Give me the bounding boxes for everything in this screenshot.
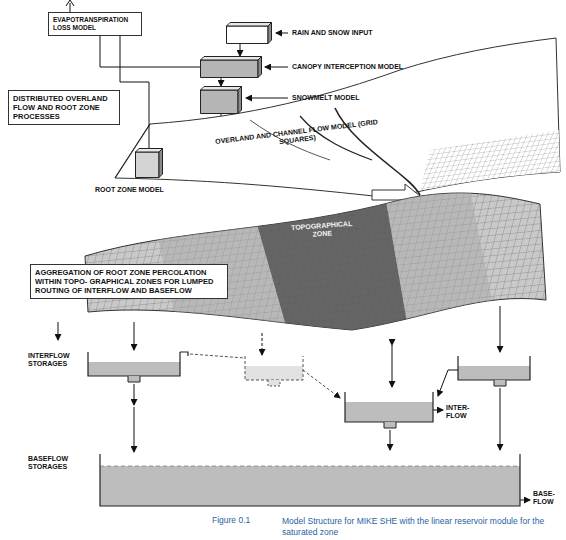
block-label: SNOWMELT MODEL	[292, 94, 360, 101]
model-block: CANOPY INTERCEPTION MODEL	[200, 56, 262, 78]
block-shape	[135, 148, 163, 178]
box-text: EVAPOTRANSPIRATION LOSS MODEL	[53, 16, 137, 32]
label-text: OVERLAND AND CHANNEL FLOW MODEL (GRID SQ…	[212, 118, 383, 155]
figure-caption: Model Structure for MIKE SHE with the li…	[282, 516, 558, 537]
connector	[240, 44, 241, 56]
input-box: RAIN AND SNOW INPUT	[226, 22, 272, 44]
label-text: BASE- FLOW	[533, 490, 563, 506]
box-text: DISTRIBUTED OVERLAND FLOW AND ROOT ZONE …	[13, 94, 115, 121]
connector	[221, 78, 222, 86]
label-text: INTER- FLOW	[446, 404, 478, 420]
label-text: BASEFLOW STORAGES	[28, 455, 88, 471]
connector	[120, 36, 149, 148]
block-label: CANOPY INTERCEPTION MODEL	[292, 63, 403, 70]
block-shape	[200, 86, 242, 114]
model-block: ROOT ZONE MODEL	[135, 148, 163, 178]
connector	[100, 36, 200, 67]
process-box: DISTRIBUTED OVERLAND FLOW AND ROOT ZONE …	[8, 90, 120, 125]
label-text: TOPOGRAPHICAL ZONE	[282, 219, 363, 241]
box-text: AGGREGATION OF ROOT ZONE PERCOLATION WIT…	[35, 268, 223, 295]
block-shape	[200, 56, 262, 78]
block-label: RAIN AND SNOW INPUT	[292, 29, 373, 36]
model-block: SNOWMELT MODEL	[200, 86, 242, 114]
process-box: AGGREGATION OF ROOT ZONE PERCOLATION WIT…	[30, 264, 228, 299]
label-text: Figure 0.1	[212, 516, 272, 526]
model-box: EVAPOTRANSPIRATION LOSS MODEL	[48, 12, 142, 36]
block-shape	[226, 22, 272, 44]
block-label: ROOT ZONE MODEL	[95, 186, 164, 193]
label-text: INTERFLOW STORAGES	[28, 352, 78, 368]
